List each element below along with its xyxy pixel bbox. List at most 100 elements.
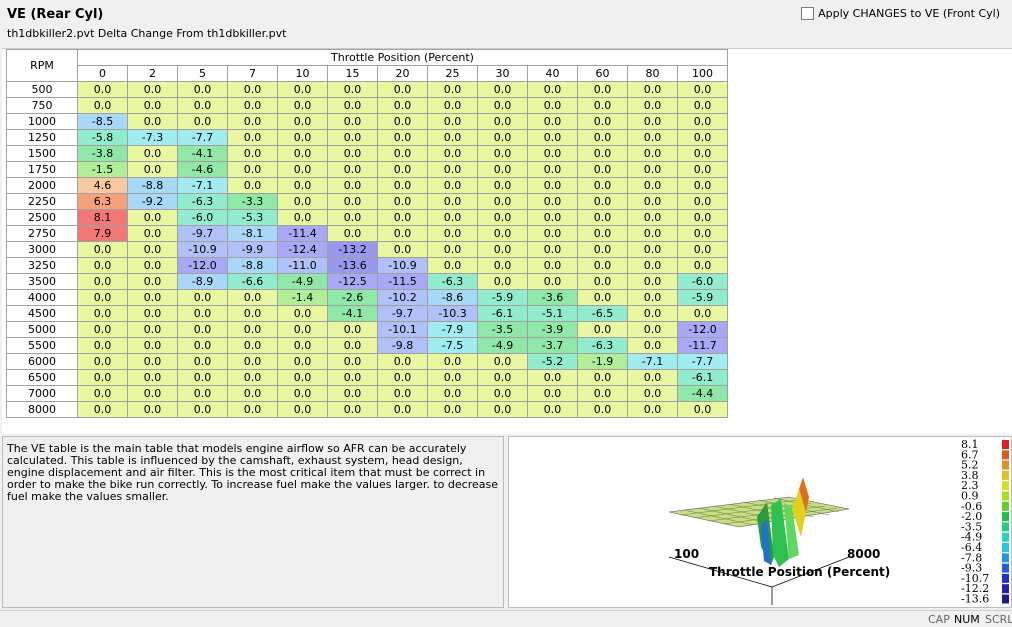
table-cell[interactable]: -6.3: [427, 273, 478, 290]
table-cell[interactable]: 0.0: [677, 113, 728, 130]
table-cell[interactable]: 0.0: [627, 145, 678, 162]
table-cell[interactable]: 0.0: [377, 225, 428, 242]
table-cell[interactable]: -6.1: [677, 369, 728, 386]
table-cell[interactable]: 0.0: [127, 161, 178, 178]
table-cell[interactable]: 0.0: [277, 129, 328, 146]
table-cell[interactable]: 0.0: [527, 209, 578, 226]
table-cell[interactable]: 0.0: [77, 81, 128, 98]
table-cell[interactable]: 0.0: [377, 177, 428, 194]
table-cell[interactable]: 0.0: [127, 353, 178, 370]
table-cell[interactable]: 0.0: [327, 353, 378, 370]
table-cell[interactable]: 0.0: [427, 257, 478, 274]
table-cell[interactable]: 0.0: [577, 401, 628, 418]
table-cell[interactable]: 0.0: [377, 369, 428, 386]
table-cell[interactable]: 0.0: [177, 401, 228, 418]
table-cell[interactable]: -8.5: [77, 113, 128, 130]
table-cell[interactable]: 0.0: [127, 145, 178, 162]
table-cell[interactable]: 0.0: [77, 257, 128, 274]
table-cell[interactable]: 0.0: [427, 225, 478, 242]
table-cell[interactable]: 0.0: [327, 161, 378, 178]
table-cell[interactable]: -10.9: [177, 241, 228, 258]
table-cell[interactable]: 0.0: [627, 161, 678, 178]
table-cell[interactable]: 0.0: [627, 273, 678, 290]
table-cell[interactable]: 0.0: [127, 273, 178, 290]
table-cell[interactable]: 0.0: [327, 193, 378, 210]
table-cell[interactable]: -5.3: [227, 209, 278, 226]
table-cell[interactable]: 0.0: [527, 81, 578, 98]
table-cell[interactable]: 0.0: [177, 289, 228, 306]
table-cell[interactable]: -4.1: [327, 305, 378, 322]
table-cell[interactable]: -9.7: [377, 305, 428, 322]
table-cell[interactable]: 0.0: [577, 97, 628, 114]
table-cell[interactable]: 0.0: [227, 145, 278, 162]
table-cell[interactable]: 0.0: [277, 161, 328, 178]
table-cell[interactable]: -4.9: [477, 337, 528, 354]
table-cell[interactable]: 0.0: [477, 225, 528, 242]
table-cell[interactable]: 0.0: [227, 369, 278, 386]
table-cell[interactable]: 0.0: [427, 193, 478, 210]
table-cell[interactable]: 0.0: [477, 113, 528, 130]
table-cell[interactable]: 0.0: [527, 273, 578, 290]
table-cell[interactable]: 0.0: [77, 273, 128, 290]
table-cell[interactable]: -12.4: [277, 241, 328, 258]
table-cell[interactable]: 0.0: [677, 129, 728, 146]
table-cell[interactable]: 0.0: [577, 177, 628, 194]
table-cell[interactable]: -8.8: [127, 177, 178, 194]
table-cell[interactable]: 0.0: [477, 193, 528, 210]
table-cell[interactable]: 0.0: [127, 209, 178, 226]
table-cell[interactable]: 0.0: [627, 97, 678, 114]
table-cell[interactable]: 0.0: [627, 209, 678, 226]
table-cell[interactable]: 0.0: [177, 385, 228, 402]
table-cell[interactable]: 0.0: [577, 289, 628, 306]
table-cell[interactable]: 0.0: [377, 97, 428, 114]
table-cell[interactable]: 0.0: [677, 401, 728, 418]
table-cell[interactable]: 7.9: [77, 225, 128, 242]
table-cell[interactable]: 0.0: [327, 97, 378, 114]
table-cell[interactable]: -9.2: [127, 193, 178, 210]
table-cell[interactable]: 0.0: [627, 257, 678, 274]
table-cell[interactable]: 0.0: [327, 401, 378, 418]
table-cell[interactable]: 0.0: [127, 321, 178, 338]
table-cell[interactable]: 0.0: [177, 97, 228, 114]
table-cell[interactable]: 0.0: [177, 321, 228, 338]
table-cell[interactable]: 0.0: [327, 177, 378, 194]
table-cell[interactable]: -8.6: [427, 289, 478, 306]
table-cell[interactable]: -13.6: [327, 257, 378, 274]
table-cell[interactable]: 0.0: [627, 385, 678, 402]
table-cell[interactable]: 0.0: [377, 129, 428, 146]
table-cell[interactable]: 0.0: [627, 241, 678, 258]
table-cell[interactable]: 0.0: [627, 401, 678, 418]
table-cell[interactable]: 0.0: [627, 129, 678, 146]
table-cell[interactable]: 0.0: [677, 97, 728, 114]
table-cell[interactable]: 0.0: [677, 225, 728, 242]
table-cell[interactable]: -7.5: [427, 337, 478, 354]
table-cell[interactable]: -6.1: [477, 305, 528, 322]
table-cell[interactable]: 0.0: [627, 81, 678, 98]
table-cell[interactable]: 0.0: [277, 81, 328, 98]
table-cell[interactable]: 0.0: [177, 337, 228, 354]
table-cell[interactable]: 0.0: [477, 257, 528, 274]
table-cell[interactable]: 0.0: [227, 321, 278, 338]
table-cell[interactable]: 0.0: [677, 241, 728, 258]
table-cell[interactable]: 0.0: [377, 113, 428, 130]
table-cell[interactable]: -9.8: [377, 337, 428, 354]
table-cell[interactable]: 0.0: [277, 321, 328, 338]
table-cell[interactable]: 0.0: [177, 305, 228, 322]
table-cell[interactable]: 0.0: [527, 193, 578, 210]
table-cell[interactable]: 0.0: [577, 193, 628, 210]
checkbox-box[interactable]: [801, 7, 815, 20]
table-cell[interactable]: 0.0: [227, 353, 278, 370]
table-cell[interactable]: 0.0: [277, 209, 328, 226]
table-cell[interactable]: -10.9: [377, 257, 428, 274]
table-cell[interactable]: 0.0: [627, 289, 678, 306]
table-cell[interactable]: 0.0: [427, 369, 478, 386]
table-cell[interactable]: 0.0: [427, 161, 478, 178]
table-cell[interactable]: 0.0: [277, 353, 328, 370]
table-cell[interactable]: 0.0: [377, 81, 428, 98]
table-cell[interactable]: 0.0: [577, 321, 628, 338]
table-cell[interactable]: -13.2: [327, 241, 378, 258]
table-cell[interactable]: 0.0: [527, 385, 578, 402]
table-cell[interactable]: -5.9: [677, 289, 728, 306]
table-cell[interactable]: 0.0: [327, 225, 378, 242]
table-cell[interactable]: 0.0: [277, 401, 328, 418]
